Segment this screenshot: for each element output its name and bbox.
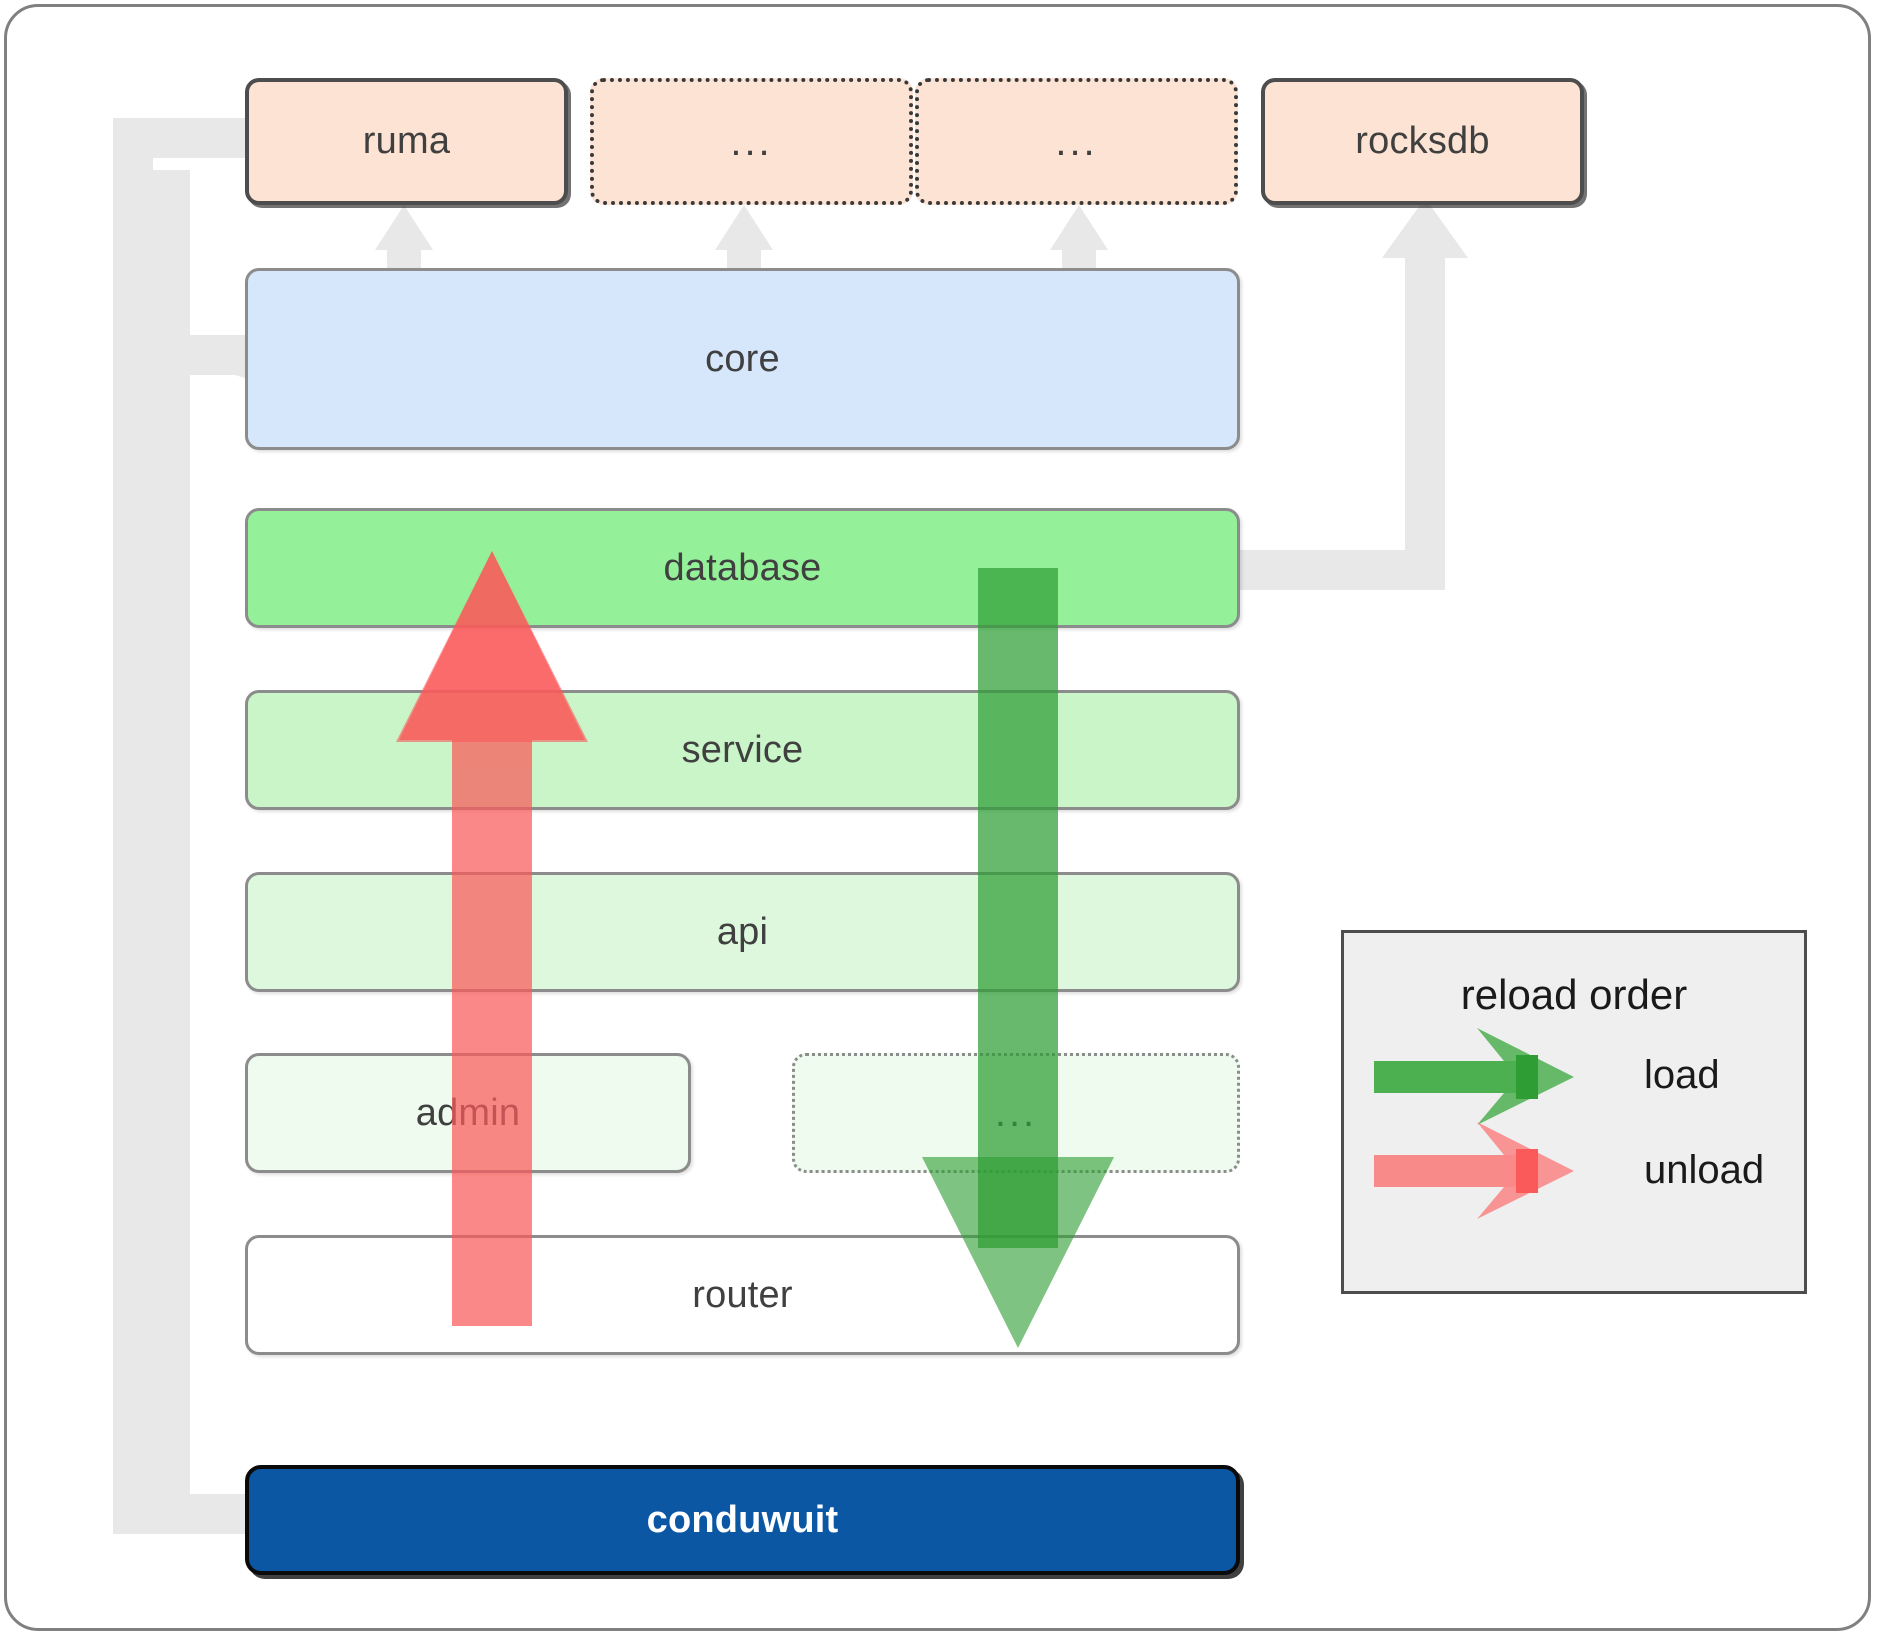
binary-box-conduwuit[interactable]: conduwuit (245, 1465, 1240, 1575)
crate-label-ruma: ruma (362, 120, 451, 162)
crate-box-ellipsis-2[interactable]: ... (915, 78, 1238, 205)
crate-box-rocksdb[interactable]: rocksdb (1261, 78, 1584, 205)
crate-label-rocksdb: rocksdb (1355, 120, 1490, 162)
layer-label-api: api (716, 910, 769, 953)
diagram-frame (4, 4, 1871, 1631)
legend-unload-arrow (1374, 1122, 1574, 1219)
legend-arrows (1374, 1028, 1574, 1219)
layer-label-admin: admin (415, 1091, 521, 1134)
layer-box-router[interactable]: router (245, 1235, 1240, 1355)
crate-box-ellipsis-1[interactable]: ... (590, 78, 913, 205)
layer-label-service: service (681, 728, 804, 771)
layer-label-database: database (663, 546, 822, 589)
layer-box-service[interactable]: service (245, 690, 1240, 810)
legend-label-load: load (1644, 1053, 1720, 1097)
legend-label-unload: unload (1644, 1148, 1765, 1192)
legend-load-arrow (1374, 1028, 1574, 1125)
layer-box-admin[interactable]: admin (245, 1053, 691, 1173)
layer-box-database[interactable]: database (245, 508, 1240, 628)
layer-box-api[interactable]: api (245, 872, 1240, 992)
legend-panel: reload order load unload (1341, 930, 1807, 1294)
layer-label-core: core (705, 337, 780, 380)
layer-box-ellipsis[interactable]: ... (792, 1053, 1240, 1173)
layer-label-ellipsis: ... (994, 1091, 1038, 1135)
crate-label-ellipsis-2: ... (1055, 119, 1098, 164)
layer-label-router: router (692, 1273, 793, 1316)
crate-label-ellipsis-1: ... (730, 119, 773, 164)
layer-box-core[interactable]: core (245, 268, 1240, 450)
crate-box-ruma[interactable]: ruma (245, 78, 568, 205)
legend-title: reload order (1460, 971, 1688, 1018)
binary-label-conduwuit: conduwuit (646, 1498, 839, 1541)
